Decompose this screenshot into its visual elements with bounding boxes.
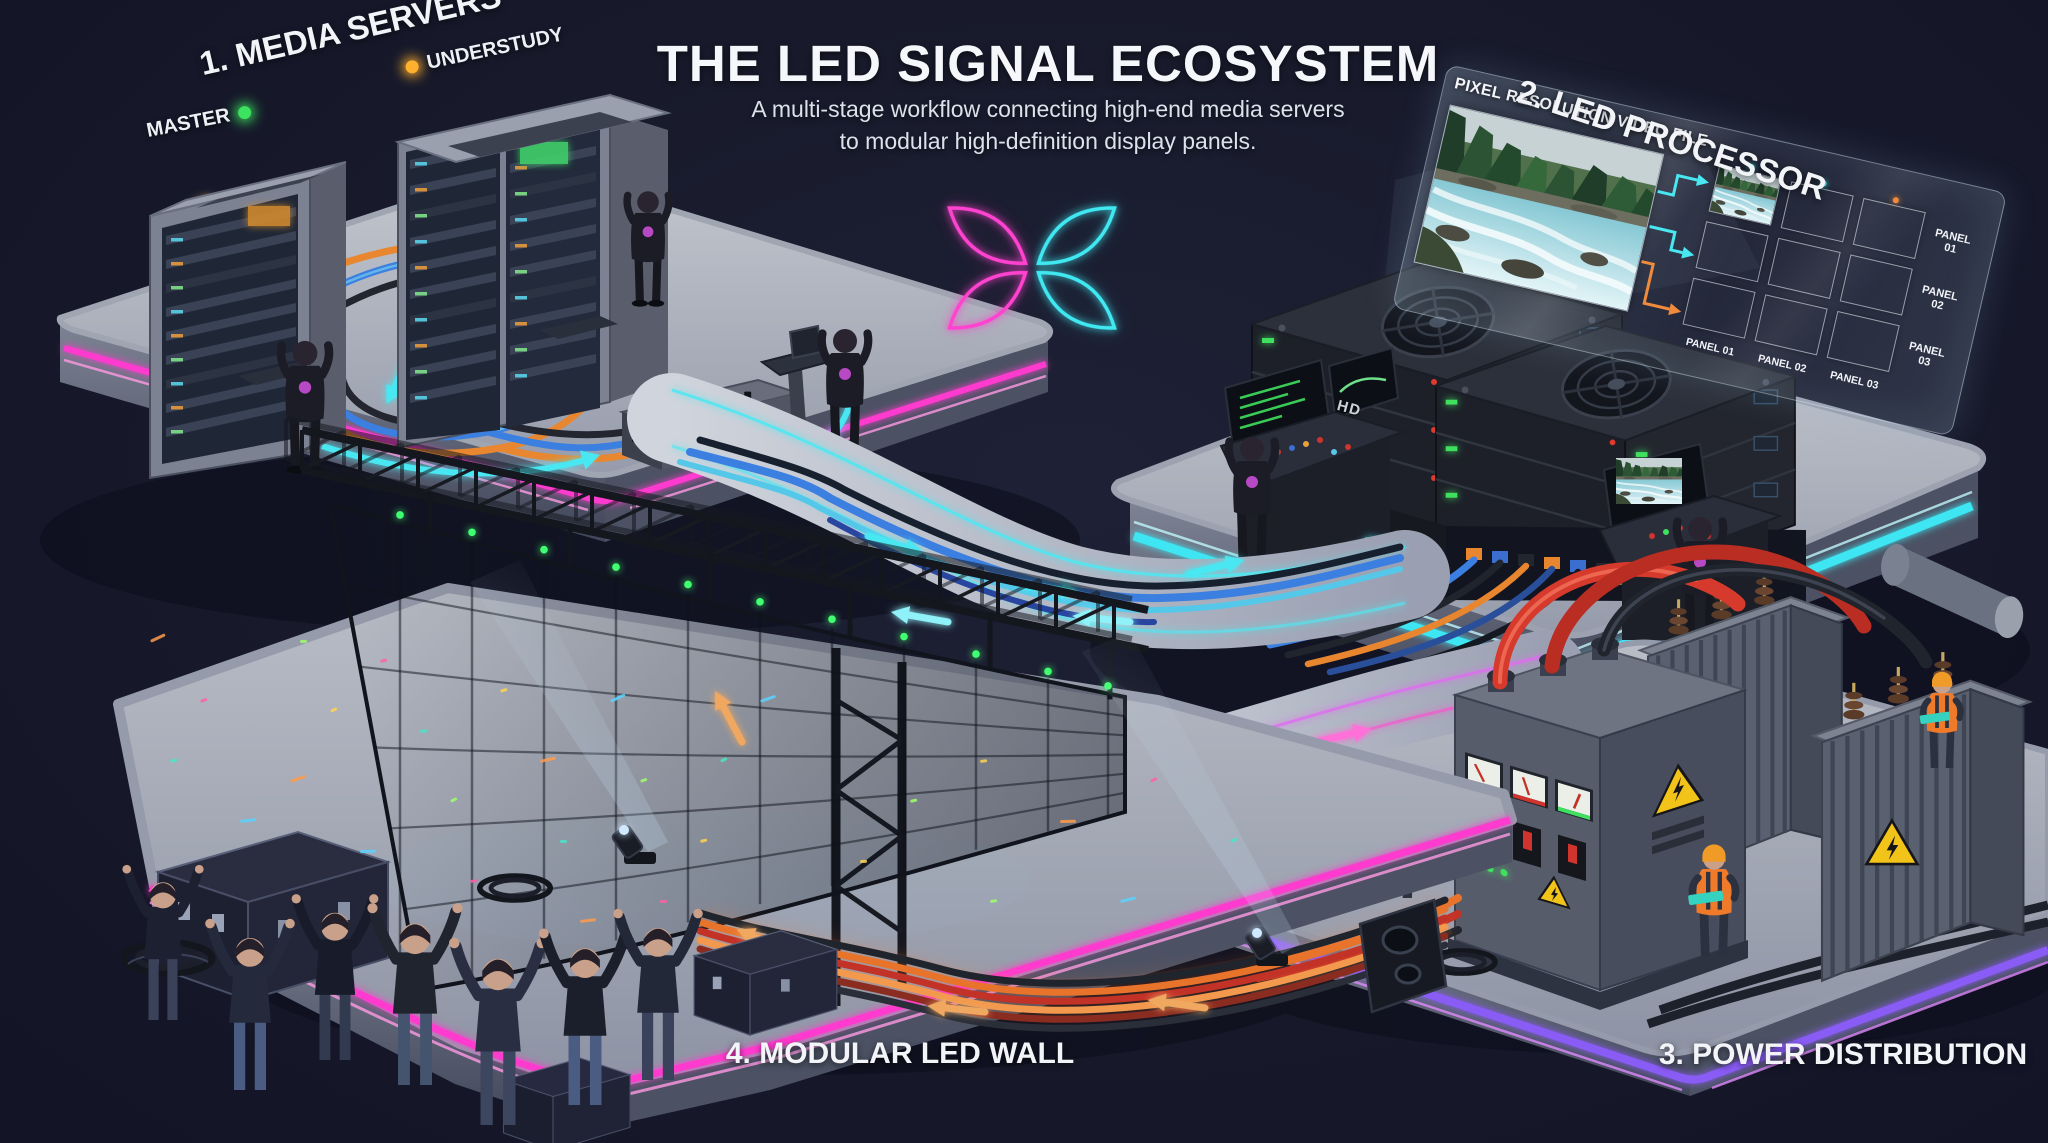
warning-triangle-icon [1651, 763, 1705, 855]
light-beam [1082, 632, 1300, 954]
purple-neon-edge [1226, 924, 2048, 1084]
panel-tile [1708, 164, 1782, 226]
stage-props [120, 560, 1498, 1143]
pixel-map-glass-panel: PIXEL RESOLUTION VIDEO FILE PANEL 01 PAN… [1391, 64, 2008, 437]
panel-tile [1682, 277, 1756, 339]
panel-row-label: PANEL 01 [1933, 227, 1973, 257]
cable-coil [476, 873, 554, 903]
panel-tile [1839, 254, 1913, 316]
panel-col-label: PANEL 02 [1756, 352, 1808, 376]
panel-tile [1826, 310, 1900, 373]
moving-head-light [611, 825, 656, 864]
light-beam [470, 560, 668, 852]
panel-tile [1780, 181, 1854, 243]
panel-col-label: PANEL 03 [1828, 369, 1880, 392]
confetti-particles [150, 633, 1238, 923]
panel-col-label: PANEL 01 [1684, 335, 1736, 359]
cooling-tank [1881, 543, 2024, 639]
console-buttons [1275, 437, 1351, 455]
hv-cables [1492, 544, 1933, 690]
source-video-thumbnail [1413, 104, 1665, 312]
server-rack-understudy [394, 93, 672, 450]
moving-head-light [1244, 926, 1288, 966]
server-rack-master [149, 161, 347, 480]
panel-row-labels: PANEL 01 PANEL 02 PANEL 03 [1908, 218, 1990, 369]
speaker-cabinet [1358, 898, 1448, 1014]
flight-case [692, 930, 839, 1036]
panel-grid [1682, 164, 1926, 373]
panel-row-label: PANEL 02 [1920, 283, 1960, 313]
panel-tile [1852, 197, 1926, 260]
panel-row-label: PANEL 03 [1907, 340, 1947, 370]
pixel-map-arrows [1641, 173, 1709, 315]
keyboard-tray [540, 316, 618, 339]
processor-console-left [1219, 346, 1406, 560]
power-equipment [1250, 543, 2031, 1010]
rack-units [410, 142, 496, 403]
rack-units [166, 207, 296, 437]
laptop [788, 324, 823, 360]
panel-tile [1754, 294, 1828, 356]
panel-tile [1695, 221, 1769, 283]
panel-grid-lines [344, 521, 1126, 1000]
panel-tile [1767, 237, 1841, 299]
warning-triangle-icon [1537, 875, 1571, 910]
